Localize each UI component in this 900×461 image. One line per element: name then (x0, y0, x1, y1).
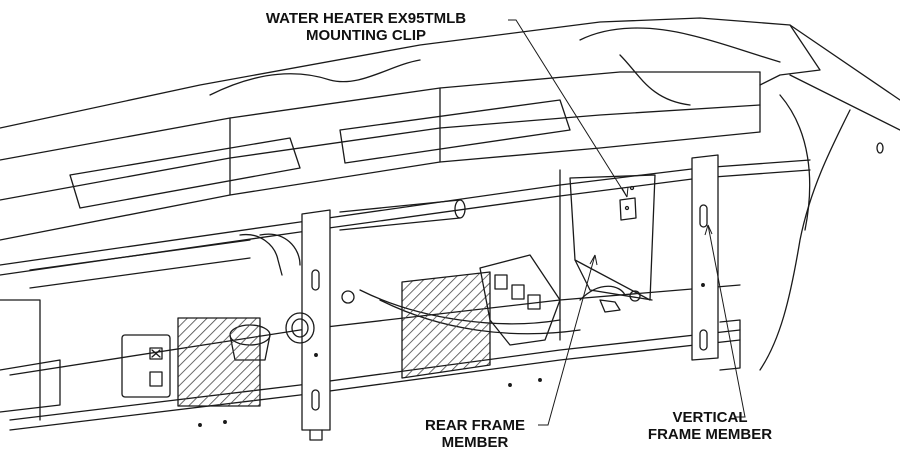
side-panel (759, 24, 900, 371)
hatched-block-left (177, 317, 261, 407)
vertical-frame-left (301, 209, 331, 441)
valve-assembly (341, 254, 641, 346)
tray-window-right (339, 99, 571, 164)
callout-vertical-frame-member: VERTICAL FRAME MEMBER (620, 409, 800, 443)
mounting-clip (619, 197, 637, 221)
tray-window-left (69, 137, 301, 209)
callout-vertical-frame-line1: VERTICAL (672, 409, 748, 426)
callout-vertical-frame-line2: FRAME MEMBER (647, 426, 773, 443)
leader-heater-clip (508, 19, 628, 198)
leader-rear-frame (538, 254, 596, 426)
top-tray (0, 17, 821, 241)
vertical-frame-right (691, 154, 719, 361)
callout-water-heater-clip: WATER HEATER EX95TMLB MOUNTING CLIP (226, 10, 506, 44)
hatched-block-center (401, 271, 491, 379)
callout-rear-frame-member: REAR FRAME MEMBER (400, 417, 550, 451)
leader-lines (508, 19, 746, 426)
water-heater-unit (569, 174, 656, 301)
callout-rear-frame-line1: REAR FRAME (425, 417, 525, 434)
switch-box (121, 334, 171, 398)
leader-vertical-frame (707, 224, 746, 418)
callout-water-heater-clip-line1: WATER HEATER EX95TMLB (265, 10, 467, 27)
callout-rear-frame-line2: MEMBER (441, 434, 509, 451)
callout-water-heater-clip-line2: MOUNTING CLIP (306, 27, 426, 44)
